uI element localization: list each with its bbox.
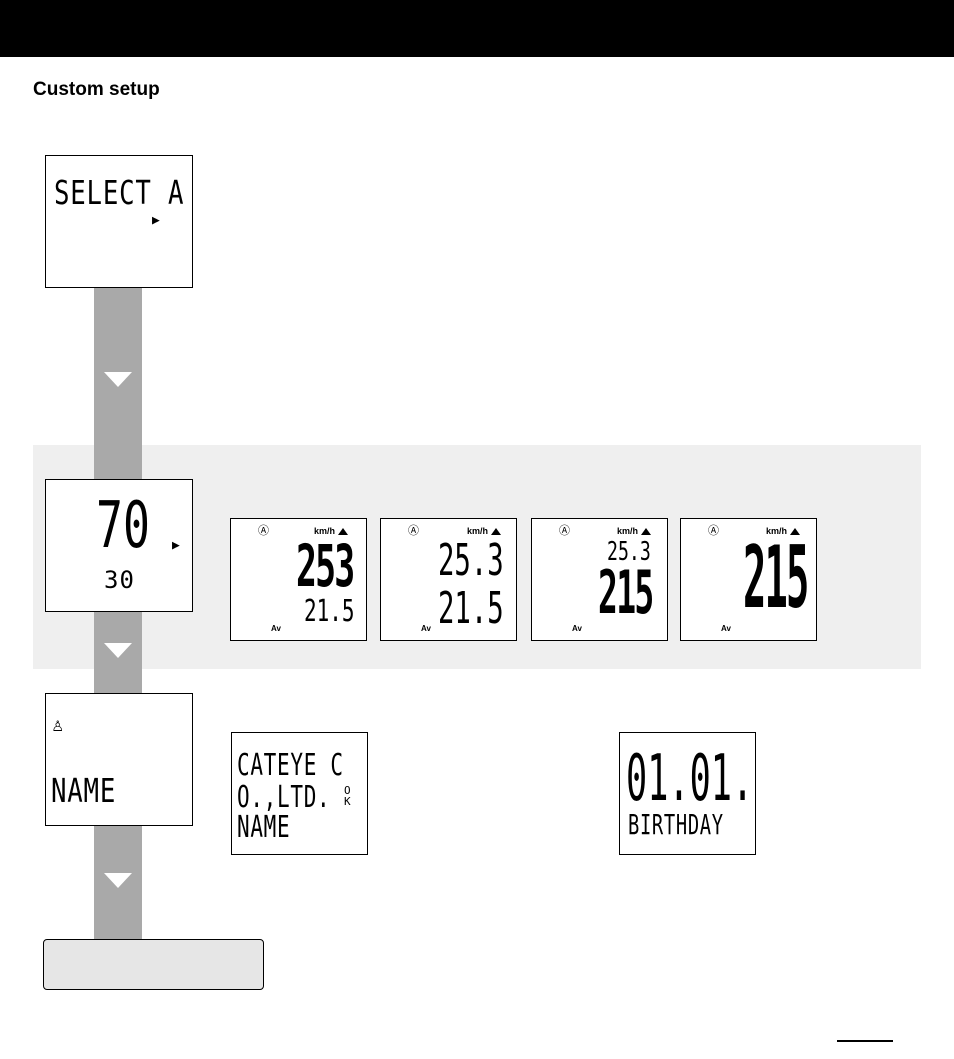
birthday-label: BIRTHDAY [628,808,724,841]
section-heading: Custom setup [33,79,160,100]
layout-option-3: Ⓐ km/h 25.3 215 Av [531,518,668,641]
layout-top-value: 253 [296,532,355,600]
layout-option-4: Ⓐ km/h 215 Av [680,518,817,641]
next-step-box [43,939,264,990]
speed-big-value: 70 [96,489,150,563]
example-line-3: NAME [237,810,291,845]
layout-bottom-value: 21.5 [304,594,355,629]
name-text: NAME [51,771,117,810]
av-label: Av [572,624,582,633]
lcd-speed-screen: 70 30 ▶ [45,479,193,612]
flow-bar [94,287,142,941]
lcd-name-screen: ♙ NAME [45,693,193,826]
speed-small-value: 30 [104,566,135,594]
layout-top-value: 25.3 [607,537,651,567]
example-birthday-screen: 01.01. BIRTHDAY [619,732,756,855]
up-triangle-icon [490,528,501,536]
unit-label: km/h [617,527,651,536]
layout-main-value: 215 [743,528,809,628]
flow-arrow-down-icon [104,873,132,888]
mode-a-icon: Ⓐ [708,524,719,537]
select-text: SELECT A [54,173,185,212]
up-triangle-icon [640,528,651,536]
av-label: Av [721,624,731,633]
layout-top-value: 25.3 [438,535,504,586]
page-footer-rule [837,1040,893,1042]
up-triangle-icon [337,528,348,536]
unit-label: km/h [467,527,501,536]
unit-label: km/h [314,527,348,536]
av-label: Av [421,624,431,633]
mode-a-icon: Ⓐ [559,524,570,537]
av-label: Av [271,624,281,633]
example-line-1: CATEYE C [237,748,344,783]
pointer-icon: ▶ [152,213,160,228]
flow-arrow-down-icon [104,372,132,387]
lcd-select-screen: SELECT A ▶ [45,155,193,288]
unit-label: km/h [766,527,800,536]
flow-arrow-down-icon [104,643,132,658]
mode-a-icon: Ⓐ [258,524,269,537]
birthday-date: 01.01. [626,742,754,816]
layout-bottom-value: 21.5 [438,583,504,634]
up-triangle-icon [789,528,800,536]
layout-bottom-value: 215 [598,558,654,628]
top-banner [0,0,954,57]
example-line-2: O.,LTD. [237,780,331,815]
layout-option-1: Ⓐ km/h 253 21.5 Av [230,518,367,641]
pointer-icon: ▶ [172,538,180,553]
pencil-icon: ♙ [52,714,64,736]
layout-option-2: Ⓐ km/h 25.3 21.5 Av [380,518,517,641]
mode-a-icon: Ⓐ [408,524,419,537]
